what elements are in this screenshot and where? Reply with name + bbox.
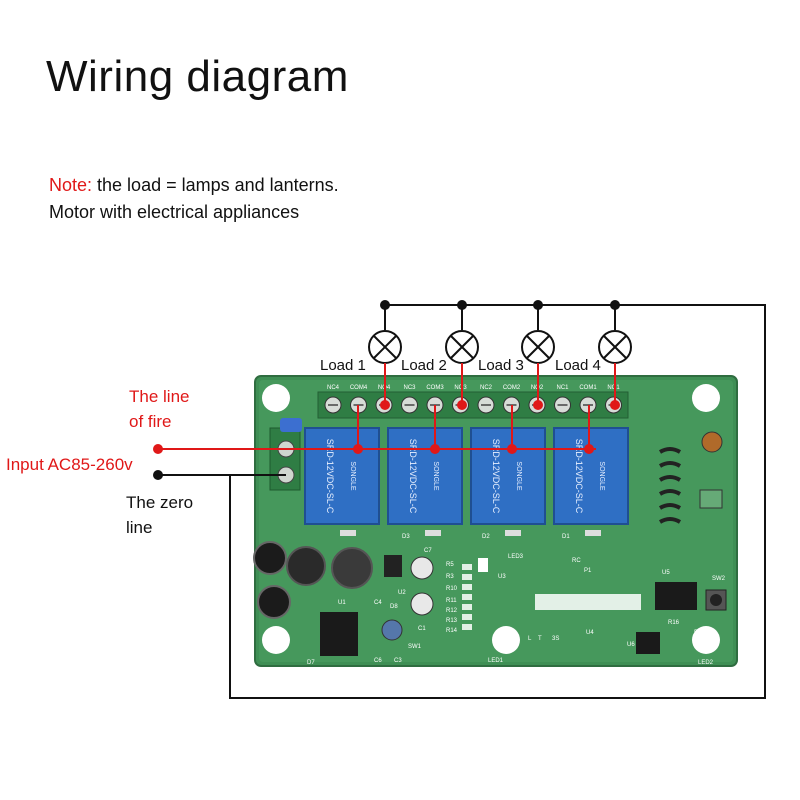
bus-junction-dot <box>353 444 363 454</box>
component-label: LED3 <box>508 554 524 560</box>
lamp-cross-2 <box>603 335 627 359</box>
fire-line-dot <box>153 444 163 454</box>
input-label: Input AC85-260v <box>6 455 133 474</box>
zero-line-label: The zero line <box>126 490 193 540</box>
component-label: C1 <box>418 626 426 632</box>
terminal-label: COM2 <box>503 385 521 391</box>
note-text-1: the load = lamps and lanterns. <box>92 175 339 195</box>
terminal-label: NC2 <box>480 385 493 391</box>
component-label: 3S <box>552 636 559 642</box>
component-label: C3 <box>394 658 402 664</box>
relay-brand-text: SONGLE <box>349 461 356 491</box>
component-label: D8 <box>390 604 398 610</box>
component-label: T <box>538 636 542 642</box>
lamp-cross-2 <box>450 335 474 359</box>
terminal-label: NC4 <box>327 385 340 391</box>
component-label: U4 <box>586 630 594 636</box>
component-label: L <box>528 636 532 642</box>
terminal-label: COM3 <box>426 385 444 391</box>
relay-model-text: SRD-12VDC-SL-C <box>325 439 335 514</box>
no-terminal-dot <box>380 400 390 410</box>
no-terminal-dot <box>610 400 620 410</box>
component-label: P1 <box>584 568 592 574</box>
load-label-2: Load 2 <box>401 357 447 374</box>
no-terminal-dot <box>533 400 543 410</box>
relay-board: NC4COM4NO4NC3COM3NO3NC2COM2NO2NC1COM1NO1… <box>253 375 738 667</box>
relay-3 <box>470 427 546 525</box>
component-label: D3 <box>402 534 410 540</box>
bus-junction-dot <box>430 444 440 454</box>
terminal-label: COM1 <box>579 385 597 391</box>
component-label: R11 <box>446 598 457 604</box>
load-label-4: Load 4 <box>555 357 601 374</box>
terminal-label: NO3 <box>454 385 467 391</box>
note-prefix: Note: <box>49 175 93 195</box>
note-line-2: Motor with electrical appliances <box>49 202 300 222</box>
component-label: R3 <box>446 574 454 580</box>
component-label: U2 <box>398 590 406 596</box>
component-label: R16 <box>668 620 680 626</box>
relay-1 <box>304 427 380 525</box>
no-terminal-dot <box>457 400 467 410</box>
relay-brand-text: SONGLE <box>598 461 605 491</box>
lamp-cross-2 <box>526 335 550 359</box>
component-label: R12 <box>446 608 458 614</box>
relay-2 <box>387 427 463 525</box>
component-label: R15 <box>694 630 706 636</box>
relay-model-text: SRD-12VDC-SL-C <box>574 439 584 514</box>
zero-line-label-2: line <box>126 518 153 537</box>
component-label: D1 <box>562 534 570 540</box>
lamp-cross-2 <box>373 335 397 359</box>
component-label: D2 <box>482 534 490 540</box>
component-label: R10 <box>446 586 458 592</box>
load-label-1: Load 1 <box>320 357 366 374</box>
component-label: R5 <box>446 562 454 568</box>
component-label: RC <box>572 558 581 564</box>
component-label: LED1 <box>488 658 504 664</box>
zero-line-dot <box>153 470 163 480</box>
component-label: D7 <box>307 660 315 666</box>
relay-4 <box>553 427 629 525</box>
terminal-label: COM4 <box>350 385 368 391</box>
fire-line-label-1: The line <box>129 387 190 406</box>
terminal-label: NO1 <box>607 385 620 391</box>
component-label: C7 <box>424 548 432 554</box>
bus-junction-dot <box>584 444 594 454</box>
note-block: Note: the load = lamps and lanterns. Mot… <box>49 172 339 226</box>
component-label: LED2 <box>698 660 714 666</box>
relay-brand-text: SONGLE <box>432 461 439 491</box>
relay-brand-text: SONGLE <box>515 461 522 491</box>
fire-line-label: The line of fire <box>129 384 189 434</box>
note-line-1: Note: the load = lamps and lanterns. <box>49 172 339 199</box>
component-label: U3 <box>498 574 506 580</box>
component-label: SW1 <box>408 644 422 650</box>
page-title: Wiring diagram <box>46 52 349 101</box>
component-label: R13 <box>446 618 458 624</box>
component-label: C6 <box>374 658 382 664</box>
terminal-label: NC3 <box>403 385 416 391</box>
component-label: R14 <box>446 628 458 634</box>
bus-junction-dot <box>507 444 517 454</box>
component-label: U5 <box>662 570 670 576</box>
component-label: U6 <box>627 642 635 648</box>
terminal-label: NC1 <box>556 385 569 391</box>
component-label: U1 <box>338 600 346 606</box>
zero-line-label-1: The zero <box>126 493 194 512</box>
component-label: C4 <box>374 600 382 606</box>
relay-model-text: SRD-12VDC-SL-C <box>408 439 418 514</box>
fire-line-label-2: of fire <box>129 412 172 431</box>
load-label-3: Load 3 <box>478 357 524 374</box>
relay-model-text: SRD-12VDC-SL-C <box>491 439 501 514</box>
component-label: SW2 <box>712 576 726 582</box>
